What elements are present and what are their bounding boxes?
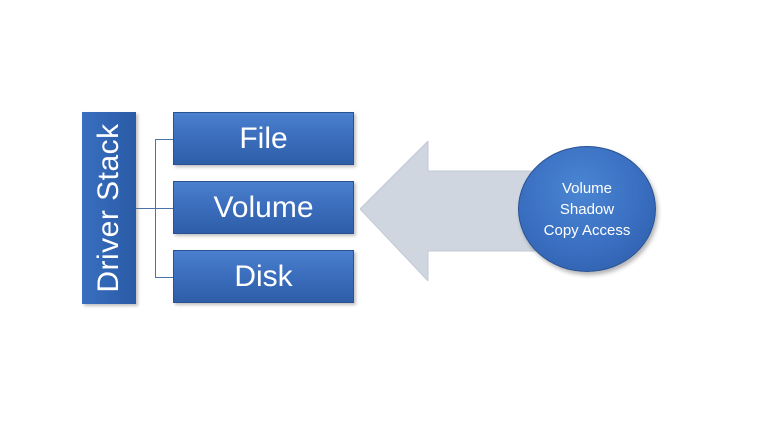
left-arrow-shape <box>360 141 560 281</box>
node-line-1: Volume <box>561 179 613 197</box>
driver-stack-label: Driver Stack <box>92 123 125 293</box>
node-text: Volume Shadow Copy Access <box>544 178 631 241</box>
node-line-3: Copy Access <box>543 221 631 239</box>
connector-disk <box>155 277 173 278</box>
node-line-2: Shadow <box>559 200 615 218</box>
layer-file: File <box>173 112 354 165</box>
layer-disk: Disk <box>173 250 354 303</box>
connector-volume <box>155 208 173 209</box>
volume-shadow-copy-access-node: Volume Shadow Copy Access <box>518 146 656 272</box>
layer-volume-label: Volume <box>213 190 314 224</box>
connector-stub <box>136 208 155 209</box>
connector-file <box>155 139 173 140</box>
left-arrow <box>360 141 560 281</box>
layer-file-label: File <box>239 121 288 155</box>
layer-volume: Volume <box>173 181 354 234</box>
driver-stack-label-box: Driver Stack <box>82 112 136 304</box>
layer-disk-label: Disk <box>234 259 293 293</box>
